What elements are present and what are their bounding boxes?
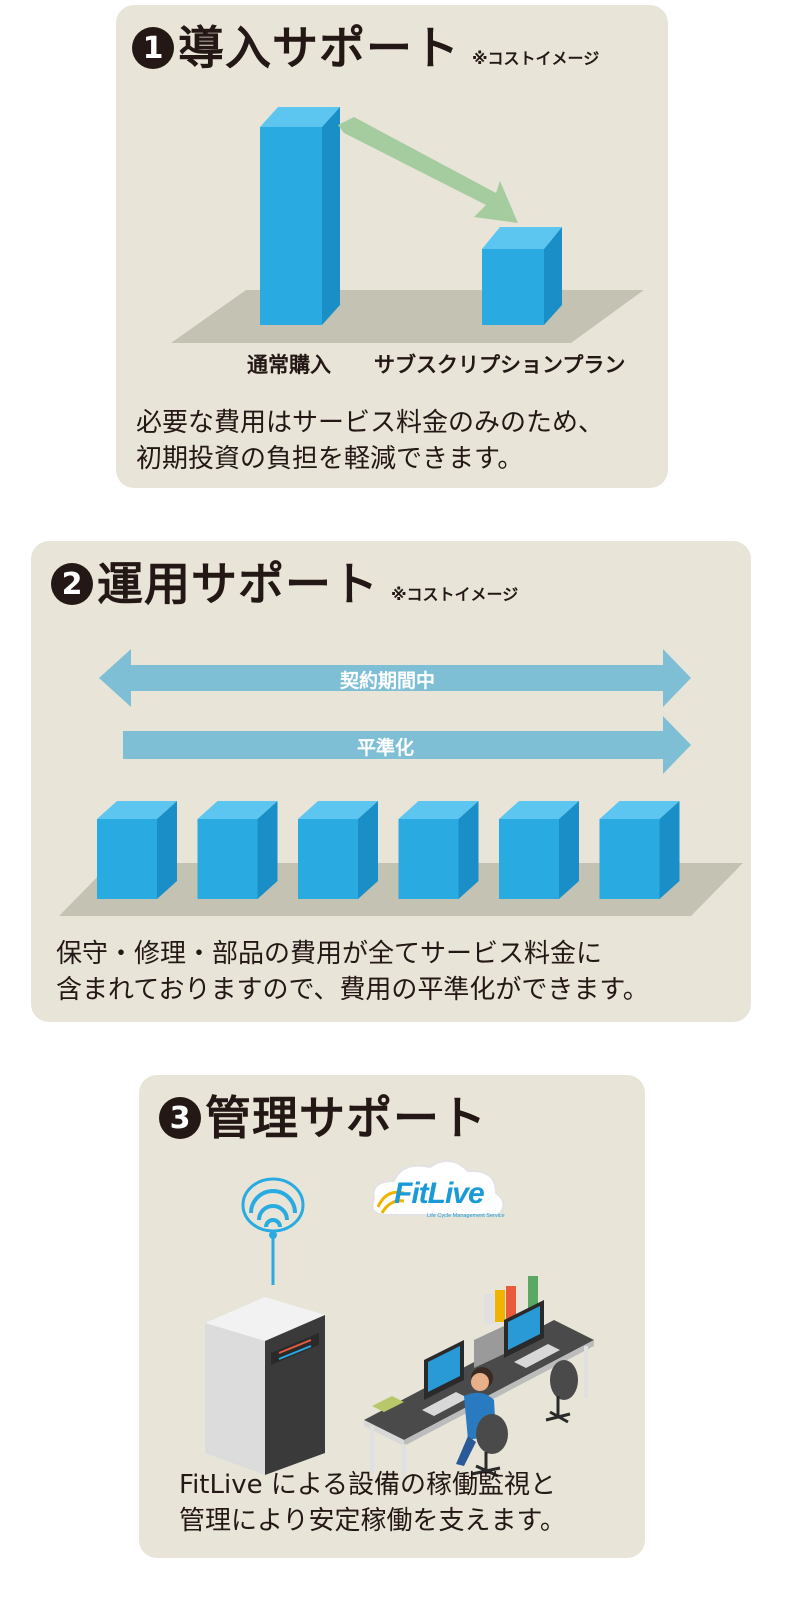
section-description: 保守・修理・部品の費用が全てサービス料金に 含まれておりますので、費用の平準化が…	[56, 936, 649, 1008]
cost-cube	[197, 801, 278, 899]
office-chair	[476, 1414, 508, 1454]
office-chair	[550, 1360, 578, 1400]
section-title: 管理サポート	[205, 1091, 487, 1145]
operation-support-card: 2 運用サポート ※コストイメージ 契約期間中 平準化 保守・修理・部品の費用が…	[31, 541, 751, 1022]
logo-cloud	[371, 1160, 505, 1216]
server-left	[205, 1323, 265, 1475]
cost-cube	[97, 801, 177, 899]
tall-bar-top	[260, 107, 340, 127]
management-support-card: 3 管理サポート FitLive Life Cycle Management S…	[139, 1075, 645, 1558]
short-bar-front	[482, 249, 544, 325]
number-badge: 3	[159, 1097, 201, 1139]
leveling-arrow	[123, 716, 691, 774]
leveling-label: 平準化	[357, 737, 415, 759]
cost-cube	[499, 801, 579, 899]
description-line: 管理により安定稼働を支えます。	[179, 1506, 566, 1536]
contract-period-arrow	[99, 649, 691, 707]
logo-text: FitLive	[394, 1177, 485, 1210]
cost-image-note: ※コストイメージ	[472, 49, 600, 68]
section-heading: 3 管理サポート	[159, 1095, 487, 1141]
server-top	[205, 1297, 325, 1341]
cost-cube	[398, 801, 479, 899]
section-description: FitLive による設備の稼働監視と 管理により安定稼働を支えます。	[179, 1467, 566, 1539]
short-bar-top	[482, 227, 562, 249]
section-heading: 1 導入サポート ※コストイメージ	[132, 25, 599, 71]
intro-support-card: 1 導入サポート ※コストイメージ 通常購入 サブスクリプションプラン 必要な費…	[116, 5, 668, 488]
description-line: 含まれておりますので、費用の平準化ができます。	[56, 975, 649, 1005]
number-badge: 1	[132, 27, 174, 69]
cost-image-note: ※コストイメージ	[391, 585, 519, 604]
description-line: 初期投資の負担を軽減できます。	[136, 444, 524, 474]
cost-comparison-illustration	[171, 107, 644, 343]
cost-leveling-illustration	[59, 649, 743, 916]
logo-subtext: Life Cycle Management Service	[427, 1213, 505, 1219]
reduction-arrow	[338, 117, 518, 223]
section-description: 必要な費用はサービス料金のみのため、 初期投資の負担を軽減できます。	[136, 405, 604, 477]
cost-cube	[298, 801, 378, 899]
office-monitoring-illustration	[364, 1276, 594, 1480]
wifi-icon	[241, 1177, 305, 1233]
cube-row	[97, 801, 680, 899]
section-title: 運用サポート	[97, 557, 379, 611]
cost-cube	[599, 801, 680, 899]
subscription-plan-label: サブスクリプションプラン	[374, 353, 626, 377]
description-line: FitLive による設備の稼働監視と	[179, 1470, 557, 1500]
floor-shadow	[171, 290, 644, 343]
section-title: 導入サポート	[178, 21, 460, 75]
number-badge: 2	[51, 563, 93, 605]
server-illustration	[205, 1177, 325, 1475]
tall-bar-side	[322, 107, 340, 325]
normal-purchase-label: 通常購入	[247, 353, 331, 377]
short-bar-side	[544, 227, 562, 325]
description-line: 必要な費用はサービス料金のみのため、	[136, 408, 605, 438]
description-line: 保守・修理・部品の費用が全てサービス料金に	[56, 939, 603, 969]
contract-period-label: 契約期間中	[340, 670, 436, 692]
fitlive-logo	[371, 1160, 505, 1216]
tall-bar-front	[260, 127, 322, 325]
section-heading: 2 運用サポート ※コストイメージ	[51, 561, 518, 607]
